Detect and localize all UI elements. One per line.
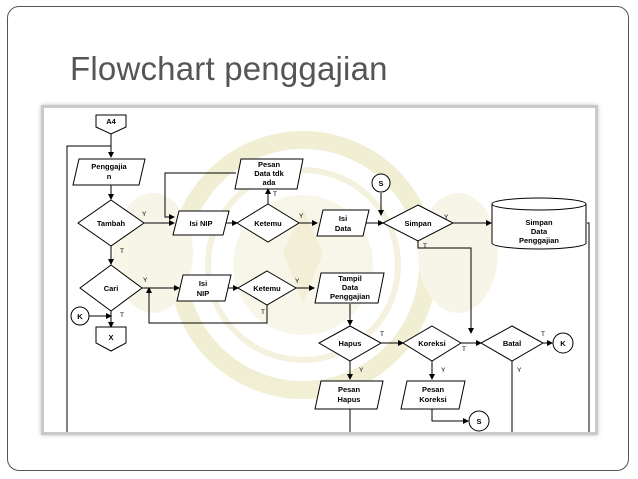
label-line-2: n xyxy=(107,172,112,181)
label: Batal xyxy=(503,339,521,348)
label: Koreksi xyxy=(418,339,446,348)
decision-cari: Cari xyxy=(79,264,143,312)
connector-s-top: S xyxy=(371,173,391,193)
edge-label-batal-y: Y xyxy=(517,367,522,374)
label: K xyxy=(560,339,566,348)
edge-labels: Y T T Y Y T Y T Y T T Y T Y T Y xyxy=(120,191,545,374)
decision-koreksi: Koreksi xyxy=(402,325,462,362)
label: Isi NIP xyxy=(190,219,213,228)
label-line-1: Tampil xyxy=(338,274,362,283)
label: Simpan xyxy=(404,219,432,228)
edge-label-cari-y: Y xyxy=(143,277,148,284)
label-line-1: Simpan xyxy=(525,218,553,227)
decision-ketemu-1: Ketemu xyxy=(236,203,300,243)
label-line-2: Data xyxy=(335,224,352,233)
label-line-1: Pesan xyxy=(258,160,281,169)
label: Ketemu xyxy=(253,284,281,293)
output-pesan-data-tdk-ada: Pesan Data tdk ada xyxy=(234,158,304,190)
label: Tambah xyxy=(97,219,126,228)
edge-label-batal-t: T xyxy=(541,331,545,338)
decision-ketemu-2: Ketemu xyxy=(237,270,297,306)
edge-label-ketemu2-y: Y xyxy=(295,278,300,285)
edge-label-ketemu1-t: T xyxy=(273,191,277,198)
output-tampil-data-penggajian: Tampil Data Penggajian xyxy=(314,272,385,304)
label-line-3: Penggajian xyxy=(519,236,559,245)
label: A4 xyxy=(106,117,116,126)
label-line-3: ada xyxy=(263,178,277,187)
label-line-2: Data xyxy=(342,283,359,292)
label-line-1: Penggajia xyxy=(91,162,127,171)
label: Ketemu xyxy=(254,219,282,228)
connector-k-left: K xyxy=(70,306,90,326)
input-penggajian: Penggajia n xyxy=(72,158,146,186)
edge-label-koreksi-t: T xyxy=(462,346,466,353)
label-line-1: Isi xyxy=(199,279,207,288)
label-line-2: Hapus xyxy=(338,395,361,404)
offpage-connector-x: X xyxy=(95,326,127,352)
edge-label-ketemu2-t: T xyxy=(261,309,265,316)
output-pesan-hapus: Pesan Hapus xyxy=(314,380,384,410)
input-isi-nip-1: Isi NIP xyxy=(172,210,230,236)
flowchart-frame: A4 Penggajia n Tambah Isi NIP Ketemu Pes… xyxy=(41,105,598,435)
label: Cari xyxy=(104,284,119,293)
edge-label-hapus-y: Y xyxy=(359,367,364,374)
label-line-1: Pesan xyxy=(422,385,445,394)
edge-label-tambah-t: T xyxy=(120,248,124,255)
edge-label-cari-t: T xyxy=(120,312,124,319)
label: Hapus xyxy=(339,339,362,348)
edge-label-tambah-y: Y xyxy=(142,211,147,218)
label: S xyxy=(476,417,481,426)
flowchart-diagram: A4 Penggajia n Tambah Isi NIP Ketemu Pes… xyxy=(66,114,590,432)
label: X xyxy=(108,333,113,342)
label-line-3: Penggajian xyxy=(330,292,370,301)
connector-s-bottom: S xyxy=(468,410,490,432)
offpage-connector-a4: A4 xyxy=(95,114,127,135)
label-line-1: Pesan xyxy=(338,385,361,394)
slide-title: Flowchart penggajian xyxy=(70,50,388,87)
edge-label-simpan-t: T xyxy=(423,243,427,250)
input-isi-data: Isi Data xyxy=(316,209,370,237)
edge-label-ketemu1-y: Y xyxy=(299,213,304,220)
edge-label-koreksi-y: Y xyxy=(441,367,446,374)
label-line-2: Koreksi xyxy=(419,395,447,404)
decision-batal: Batal xyxy=(479,325,545,362)
input-isi-nip-2: Isi NIP xyxy=(176,274,232,302)
decision-simpan: Simpan xyxy=(381,204,455,242)
label-line-2: Data tdk xyxy=(254,169,284,178)
connector-k-right: K xyxy=(552,332,574,354)
decision-tambah: Tambah xyxy=(77,199,145,247)
label-line-2: NIP xyxy=(197,289,210,298)
label: S xyxy=(378,179,383,188)
label: K xyxy=(77,312,83,321)
label-line-1: Isi xyxy=(339,214,347,223)
decision-hapus: Hapus xyxy=(317,325,383,362)
edge-label-simpan-y: Y xyxy=(444,214,449,221)
label-line-2: Data xyxy=(531,227,548,236)
database-simpan-data-penggajian: Simpan Data Penggajian xyxy=(491,197,587,250)
flow-lines xyxy=(66,134,590,432)
output-pesan-koreksi: Pesan Koreksi xyxy=(400,380,466,410)
edge-label-hapus-t: T xyxy=(380,331,384,338)
